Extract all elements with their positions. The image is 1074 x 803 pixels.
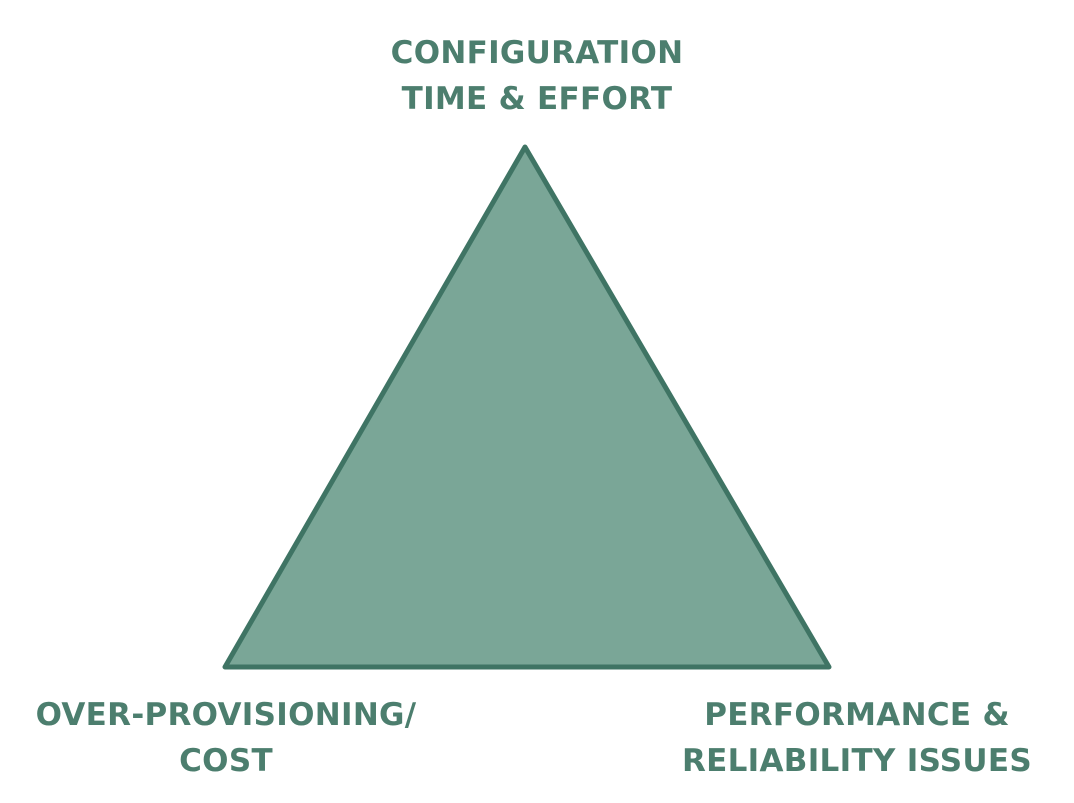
vertex-label-bottom-right-line1: PERFORMANCE & [704,697,1010,733]
vertex-label-bottom-right: PERFORMANCE & RELIABILITY ISSUES [640,692,1074,784]
vertex-label-bottom-left: OVER-PROVISIONING/ COST [0,692,452,784]
vertex-label-bottom-left-line1: OVER-PROVISIONING/ [35,697,417,733]
vertex-label-top: CONFIGURATION TIME & EFFORT [277,30,797,122]
vertex-label-bottom-left-line2: COST [179,743,273,779]
vertex-label-bottom-right-line2: RELIABILITY ISSUES [681,743,1033,779]
vertex-label-top-line1: CONFIGURATION [390,35,684,71]
tradeoff-triangle [222,144,832,670]
vertex-label-top-line2: TIME & EFFORT [401,81,673,117]
